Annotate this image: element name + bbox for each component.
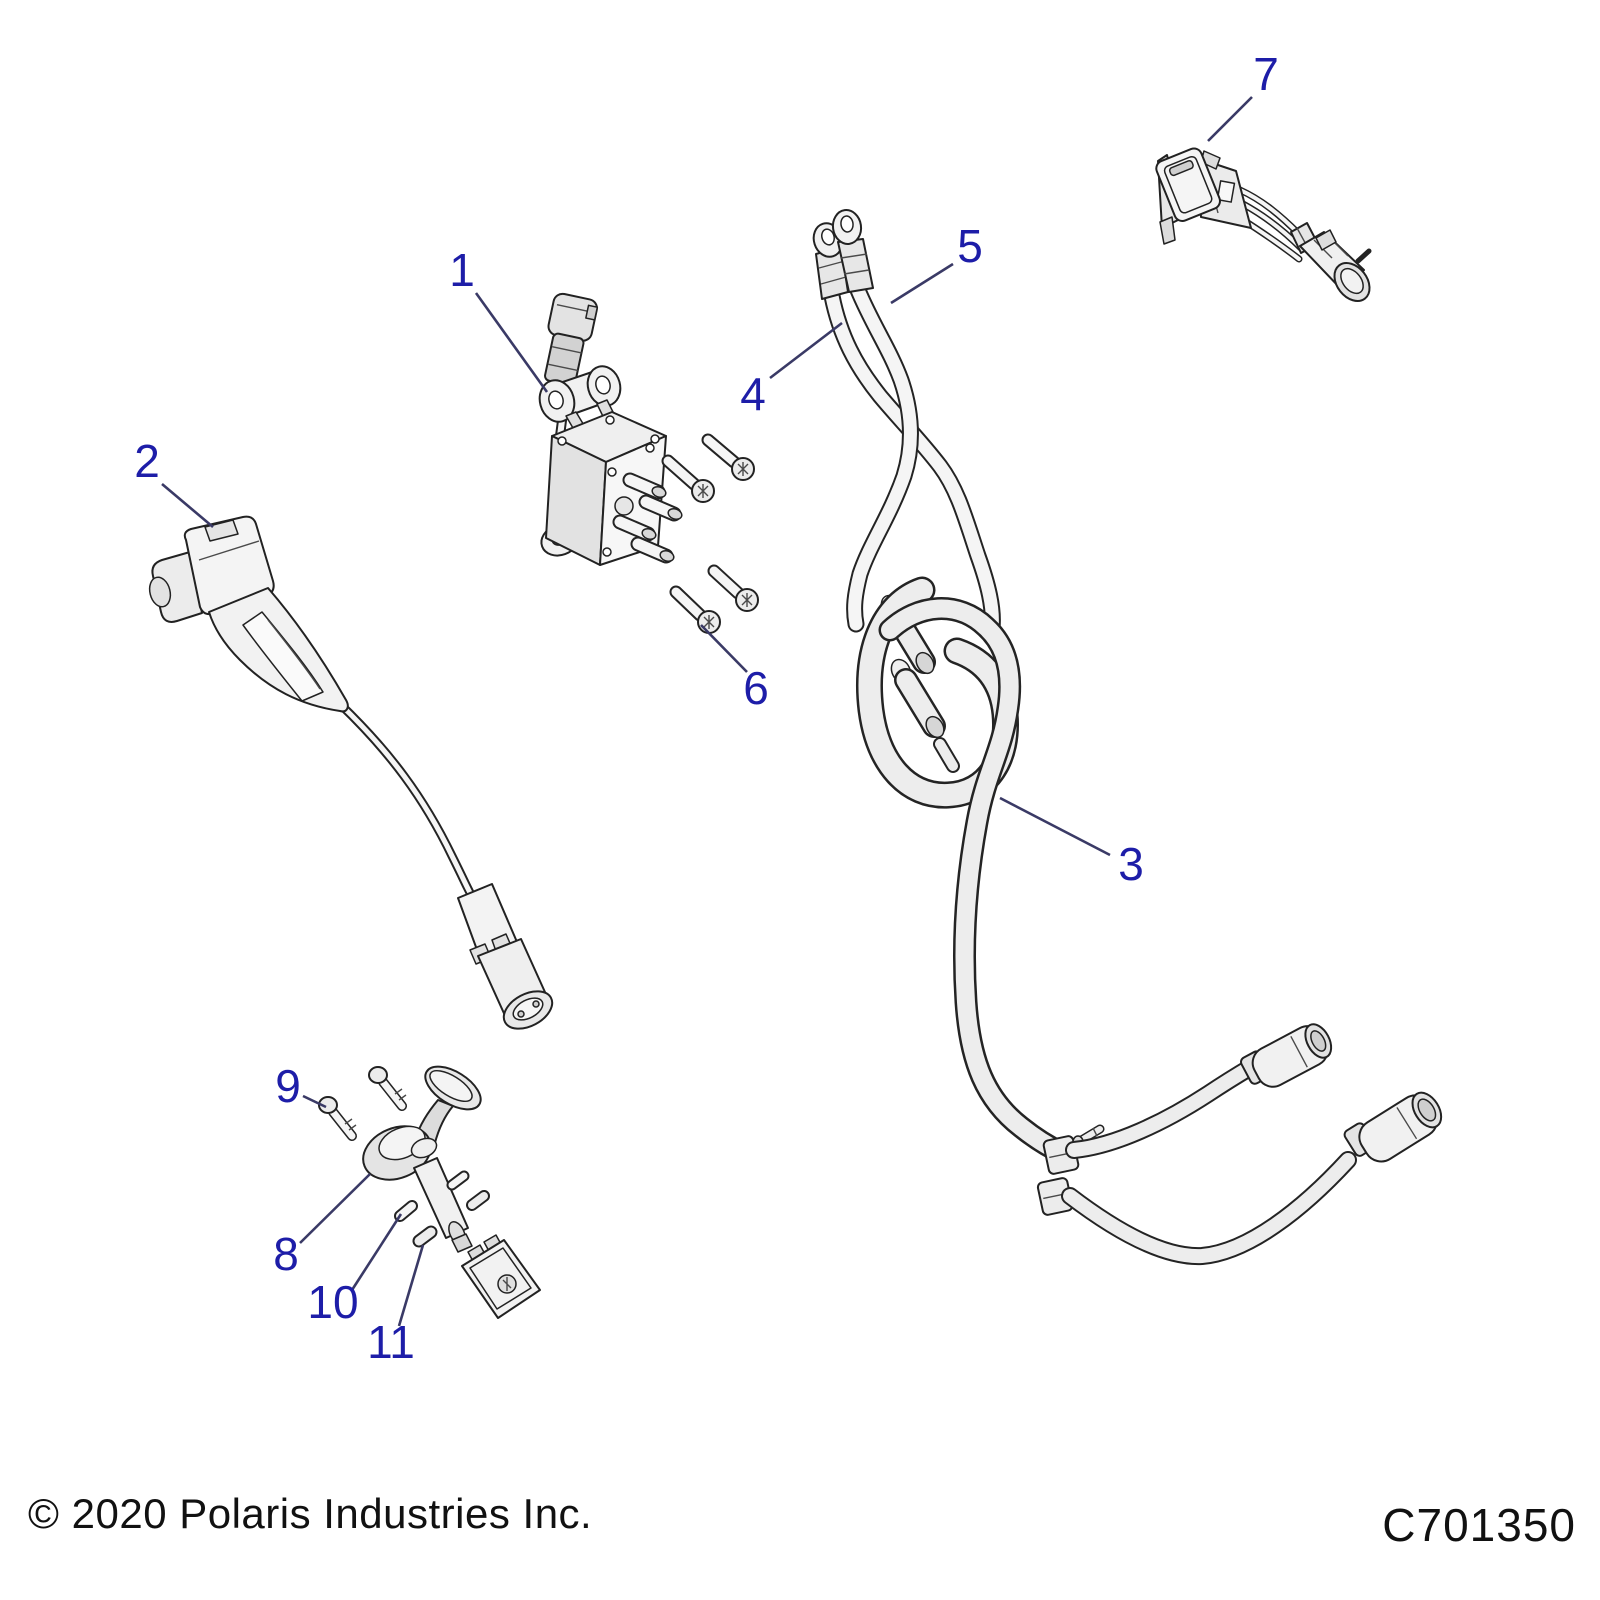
harness-terminal-b xyxy=(890,658,960,773)
switch-body xyxy=(1155,147,1252,245)
diagram-code: C701350 xyxy=(1382,1499,1576,1551)
callout-label-1: 1 xyxy=(449,244,475,296)
spare-pin xyxy=(466,1190,490,1211)
callout-label-10: 10 xyxy=(307,1276,358,1328)
harness-boot-upper xyxy=(1251,1023,1333,1088)
callout-label-4: 4 xyxy=(740,368,766,420)
part-3-wire-harness xyxy=(856,576,1443,1266)
remote-head xyxy=(183,515,275,616)
screw xyxy=(707,564,759,612)
contactor-plug xyxy=(544,292,599,387)
part-7-switch xyxy=(1155,147,1372,302)
part-9-screw xyxy=(368,1066,407,1111)
callout-leader-11 xyxy=(397,1244,425,1327)
switch-connector xyxy=(1290,222,1372,302)
part-1-contactor xyxy=(538,292,683,566)
callout-label-2: 2 xyxy=(134,435,160,487)
harness-boot-lower xyxy=(1358,1091,1443,1163)
remote-cable xyxy=(335,699,479,905)
part-5-battery-cable xyxy=(831,209,919,633)
remote-plug xyxy=(457,883,554,1030)
screw xyxy=(669,585,721,634)
spare-pin xyxy=(446,1170,470,1191)
part-2-remote-control xyxy=(148,515,554,1030)
callout-leader-9 xyxy=(302,1094,327,1109)
remote-grip xyxy=(208,587,349,713)
callout-label-3: 3 xyxy=(1118,838,1144,890)
callout-leader-8 xyxy=(299,1173,371,1244)
cable-5-ring-terminal xyxy=(831,209,874,293)
lever-connector xyxy=(461,1234,541,1319)
callout-label-11: 11 xyxy=(367,1316,415,1368)
part-4-battery-cable xyxy=(812,222,1001,637)
callout-leader-5 xyxy=(890,262,954,305)
callout-leader-7 xyxy=(1207,96,1253,142)
screw xyxy=(701,433,755,481)
part-9-screw xyxy=(318,1096,357,1141)
callout-label-6: 6 xyxy=(743,662,769,714)
callout-leader-1 xyxy=(474,292,549,393)
lever-shaft xyxy=(413,1157,473,1253)
callout-leader-6 xyxy=(700,624,748,673)
part-6-screws xyxy=(661,433,759,634)
callout-leader-10 xyxy=(350,1213,403,1291)
part-11-pin xyxy=(412,1225,438,1248)
callout-label-7: 7 xyxy=(1253,48,1279,100)
callout-leader-3 xyxy=(999,796,1111,857)
copyright-text: © 2020 Polaris Industries Inc. xyxy=(28,1490,593,1537)
callout-leader-4 xyxy=(769,321,843,380)
part-10-pin xyxy=(394,1200,418,1222)
callout-label-9: 9 xyxy=(275,1060,301,1112)
callout-label-5: 5 xyxy=(957,220,983,272)
callout-leader-2 xyxy=(161,483,214,528)
callout-label-8: 8 xyxy=(273,1228,299,1280)
screw xyxy=(661,454,715,503)
part-8-lever-assembly xyxy=(318,1065,541,1319)
contactor-studs xyxy=(612,472,683,564)
lever-mount xyxy=(362,1125,438,1181)
